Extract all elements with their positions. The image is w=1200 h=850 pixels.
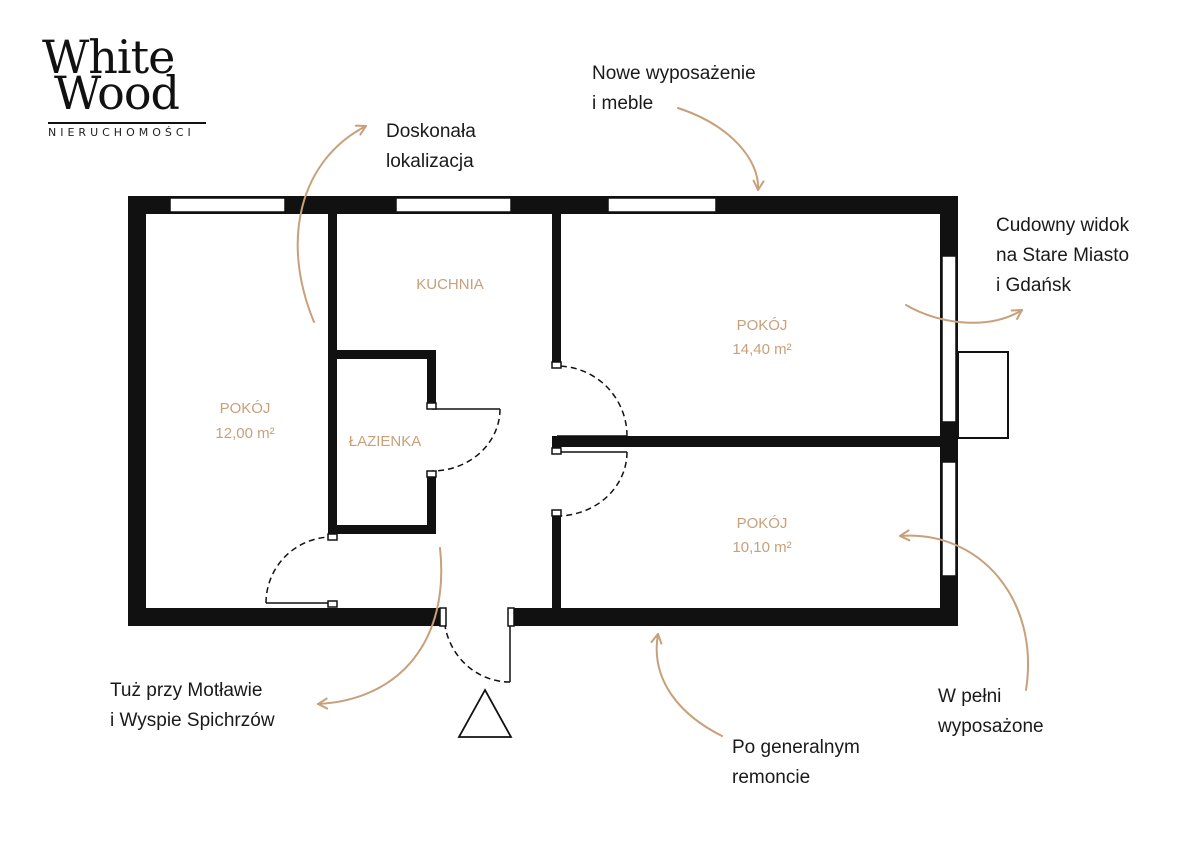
wall-bath-bottom [328, 525, 436, 534]
window-top-2 [395, 197, 512, 213]
annotation-location-line1: Doskonała [386, 121, 476, 142]
windows [169, 197, 1009, 577]
room-top-right-name: POKÓJ [737, 317, 788, 334]
door-room-left [265, 536, 333, 604]
annotation-renovation-line2: remoncie [732, 767, 811, 788]
annotation-view-line3: i Gdańsk [996, 275, 1071, 296]
logo-word-white: White [42, 30, 175, 84]
room-top-right-area: 14,40 m² [732, 341, 791, 358]
window-right-2 [941, 461, 957, 577]
doors [265, 365, 628, 683]
annotation-equipped: W pełni wyposażone [938, 682, 1044, 742]
wall-bath-right-top [427, 350, 436, 406]
annotation-location-line2: lokalizacja [386, 151, 474, 172]
annotation-renovation-line1: Po generalnym [732, 737, 860, 758]
annotation-furniture-line1: Nowe wyposażenie [592, 63, 756, 84]
room-bottom-right-name: POKÓJ [737, 515, 788, 532]
wall-bath-top [328, 350, 436, 359]
arrow-equipped [899, 529, 1029, 691]
wall-bath-right-bottom [427, 472, 436, 534]
bathroom-name: ŁAZIENKA [349, 433, 422, 450]
logo-rule [48, 122, 206, 124]
annotation-arrows [296, 107, 1029, 737]
arrow-view [905, 304, 1023, 324]
kitchen-name: KUCHNIA [416, 276, 484, 293]
annotation-location: Doskonała lokalizacja [386, 117, 476, 177]
door-bathroom [431, 408, 501, 472]
logo-word-wood: Wood [54, 66, 180, 120]
door-room-bottom-right [556, 451, 628, 517]
wall-bottom-right [514, 608, 958, 626]
annotation-river: Tuż przy Motławie i Wyspie Spichrzów [110, 676, 275, 736]
door-jambs [327, 361, 562, 627]
logo-subtitle: NIERUCHOMOŚCI [48, 126, 195, 139]
window-top-1 [169, 197, 286, 213]
wall-bottom-left [128, 608, 446, 626]
annotation-furniture: Nowe wyposażenie i meble [592, 59, 756, 119]
arrow-river [317, 547, 443, 710]
arrow-renovation [650, 633, 723, 737]
wall-hall-top [552, 212, 561, 362]
door-entrance [443, 613, 511, 683]
window-top-3 [607, 197, 717, 213]
annotation-river-line1: Tuż przy Motławie [110, 680, 263, 701]
annotation-river-line2: i Wyspie Spichrzów [110, 710, 275, 731]
outer-walls [128, 196, 958, 626]
entrance-triangle-icon [457, 688, 513, 738]
annotation-view: Cudowny widok na Stare Miasto i Gdańsk [996, 211, 1129, 301]
arrow-furniture [677, 107, 765, 191]
annotation-equipped-line2: wyposażone [938, 716, 1044, 737]
room-labels: POKÓJ 12,00 m² KUCHNIA ŁAZIENKA POKÓJ 14… [215, 276, 791, 556]
wall-hall-bottom [552, 516, 561, 610]
wall-kitchen-left [328, 212, 337, 534]
annotation-view-line1: Cudowny widok [996, 215, 1130, 236]
brand-logo: White Wood NIERUCHOMOŚCI [40, 30, 210, 150]
room-bottom-right-area: 10,10 m² [732, 539, 791, 556]
arrow-location [296, 124, 367, 323]
door-room-top-right [556, 365, 628, 437]
annotation-furniture-line2: i meble [592, 93, 654, 114]
balcony [957, 351, 1009, 439]
room-left-area: 12,00 m² [215, 425, 274, 442]
wall-top [128, 196, 958, 214]
window-right-1 [941, 255, 957, 423]
annotation-renovation: Po generalnym remoncie [732, 733, 860, 793]
annotation-equipped-line1: W pełni [938, 686, 1002, 707]
wall-left [128, 196, 146, 626]
room-left-name: POKÓJ [220, 400, 271, 417]
annotation-view-line2: na Stare Miasto [996, 245, 1130, 266]
wall-rooms-divider [552, 436, 942, 447]
interior-walls [328, 212, 942, 610]
